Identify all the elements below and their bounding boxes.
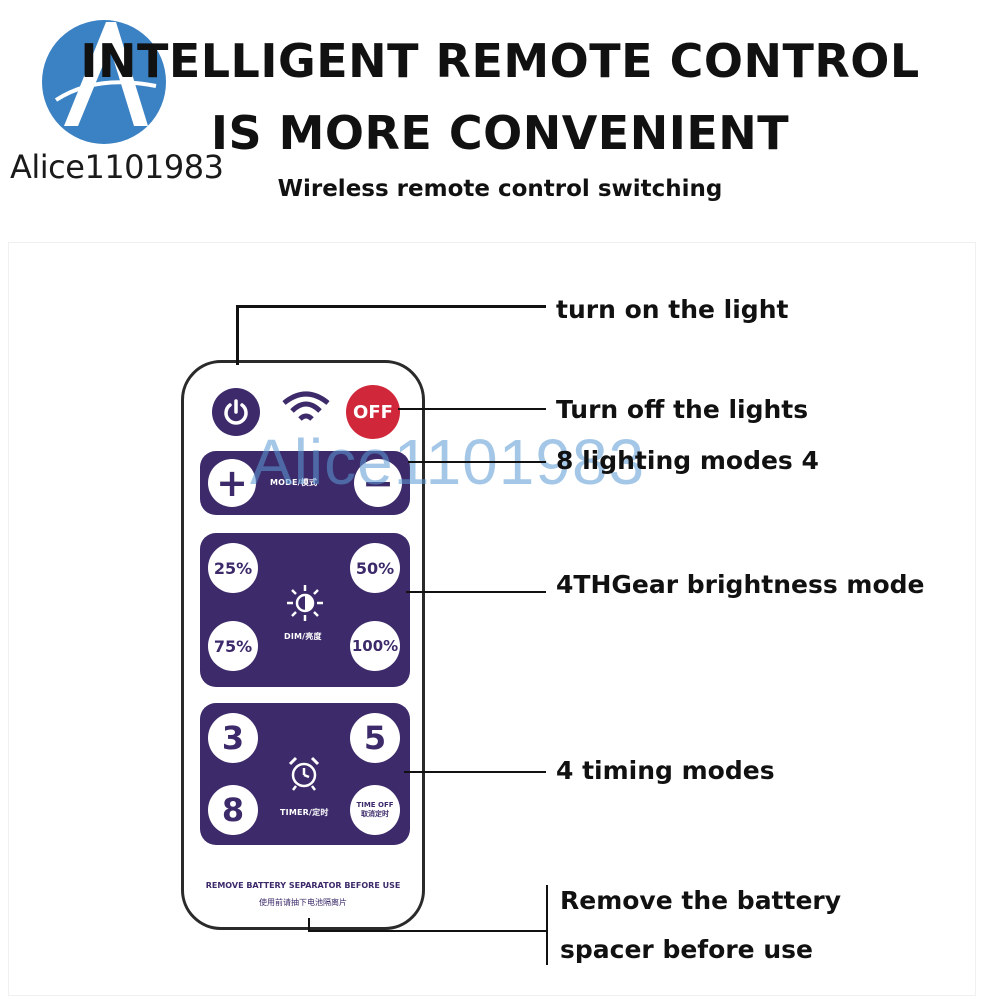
callout-battery-line1: Remove the battery	[560, 886, 842, 915]
wifi-icon	[282, 391, 330, 421]
brightness-25-button[interactable]: 25%	[208, 543, 258, 593]
leader-line-battery-v2	[546, 885, 548, 965]
leader-line-on-v	[236, 305, 239, 365]
time-off-sublabel: 取消定时	[361, 810, 389, 818]
remote-footer-cn: 使用前请抽下电池隔离片	[259, 898, 347, 907]
title-line-1: INTELLIGENT REMOTE CONTROL	[80, 34, 920, 88]
logo-text: Alice1101983	[10, 148, 224, 186]
brightness-75-button[interactable]: 75%	[208, 621, 258, 671]
mode-panel: + MODE/模式 −	[200, 451, 410, 515]
brightness-50-button[interactable]: 50%	[350, 543, 400, 593]
logo-emblem-icon	[42, 20, 166, 144]
leader-line-timing	[404, 771, 546, 773]
timer-5-button[interactable]: 5	[350, 713, 400, 763]
timer-8-button[interactable]: 8	[208, 785, 258, 835]
leader-line-on-h	[236, 305, 546, 308]
content-panel	[8, 242, 976, 996]
subtitle: Wireless remote control switching	[277, 176, 723, 202]
mode-plus-button[interactable]: +	[208, 459, 256, 507]
brightness-100-button[interactable]: 100%	[350, 621, 400, 671]
leader-line-battery-h	[308, 930, 546, 932]
timer-panel: 3 5 8 TIME OFF 取消定时 TIMER/定时	[200, 703, 410, 845]
callout-timing: 4 timing modes	[556, 756, 775, 785]
power-icon	[224, 399, 248, 425]
leader-line-off	[398, 408, 546, 410]
time-off-label: TIME OFF	[356, 801, 394, 809]
brightness-icon	[287, 585, 323, 621]
leader-line-modes	[408, 461, 546, 463]
leader-line-battery-v	[308, 918, 310, 932]
power-button[interactable]	[212, 388, 260, 436]
remote-control: OFF + MODE/模式 − 25% 50% 75% 100% DIM/亮度 …	[181, 360, 425, 930]
title-line-2: IS MORE CONVENIENT	[210, 106, 790, 160]
off-button[interactable]: OFF	[346, 385, 400, 439]
leader-line-brightness	[406, 591, 546, 593]
callout-brightness: 4THGear brightness mode	[556, 570, 925, 599]
brightness-panel: 25% 50% 75% 100% DIM/亮度	[200, 533, 410, 687]
mode-label: MODE/模式	[270, 478, 318, 487]
callout-battery-line2: spacer before use	[560, 935, 813, 964]
brand-logo	[10, 14, 200, 194]
time-off-button[interactable]: TIME OFF 取消定时	[350, 785, 400, 835]
callout-lighting-modes: 8 lighting modes 4	[556, 446, 819, 475]
mode-minus-button[interactable]: −	[354, 459, 402, 507]
remote-footer-en: REMOVE BATTERY SEPARATOR BEFORE USE	[205, 881, 401, 890]
timer-3-button[interactable]: 3	[208, 713, 258, 763]
dim-label: DIM/亮度	[284, 632, 322, 641]
alarm-clock-icon	[288, 756, 320, 791]
callout-turn-off: Turn off the lights	[556, 395, 809, 424]
callout-turn-on: turn on the light	[556, 295, 789, 324]
timer-label: TIMER/定时	[280, 808, 329, 817]
